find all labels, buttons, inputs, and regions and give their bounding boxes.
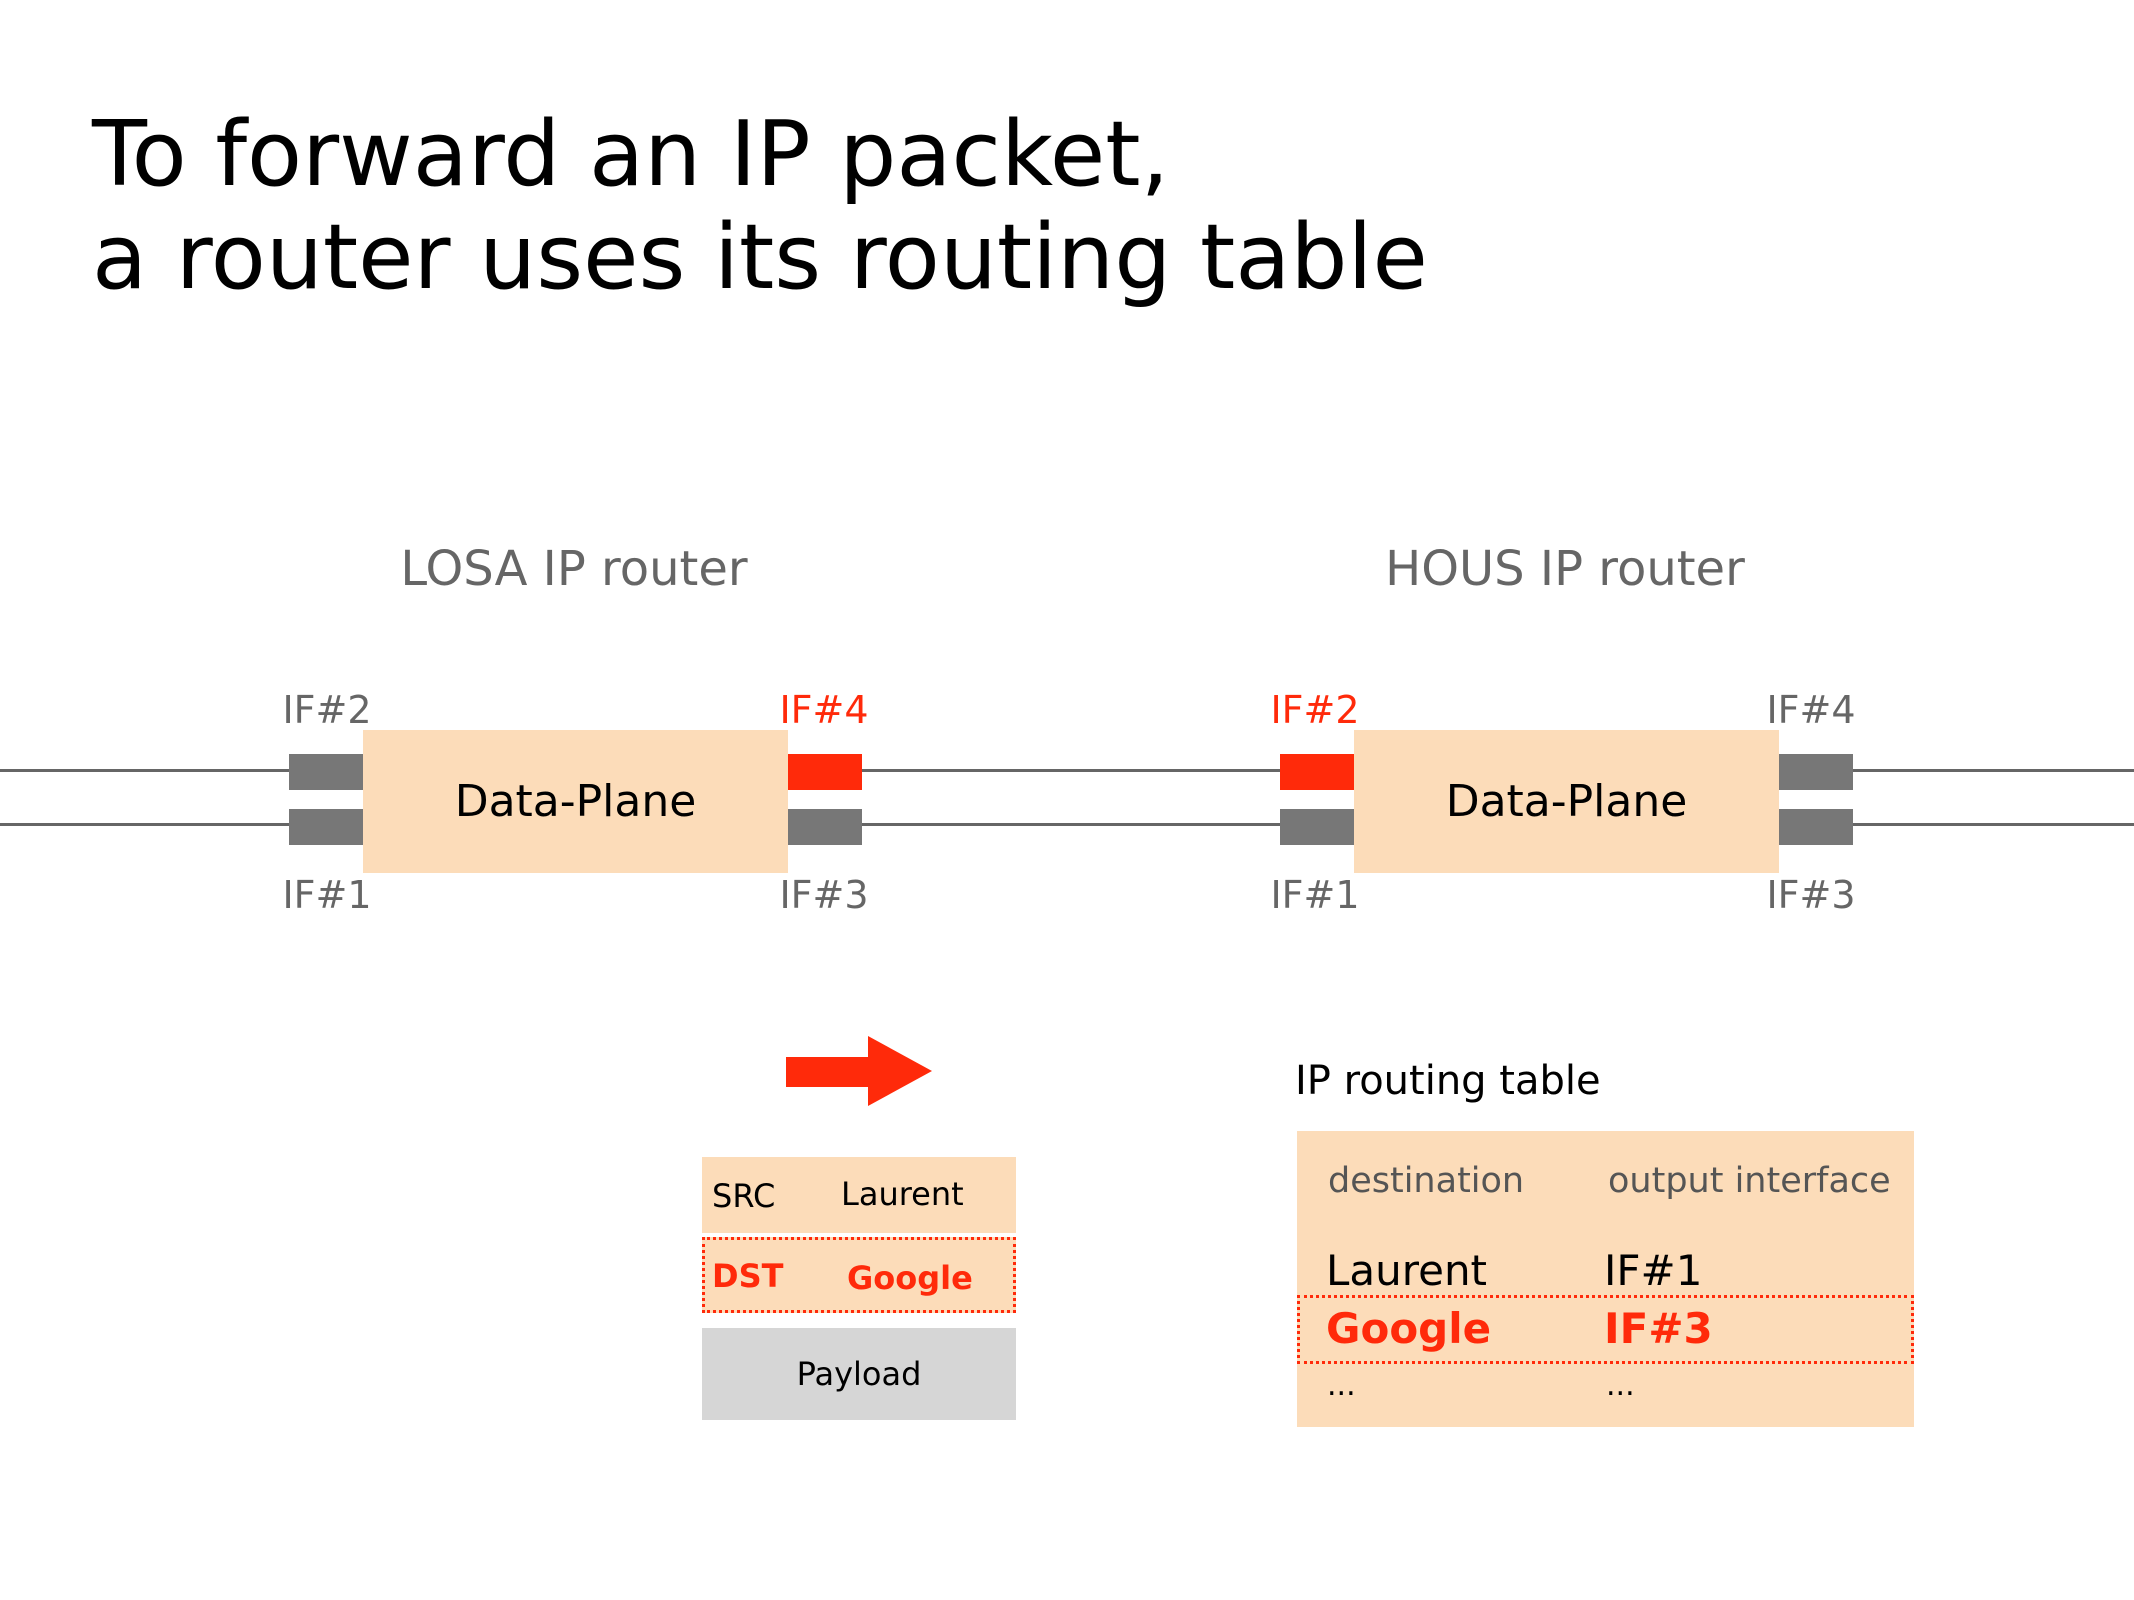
- hous-if4-port: [1779, 754, 1853, 790]
- routing-table-row-3-output: ...: [1606, 1368, 1635, 1403]
- losa-if1-port: [289, 809, 363, 845]
- right-arrow-icon: [786, 1036, 932, 1106]
- packet-payload-label: Payload: [796, 1355, 922, 1393]
- hous-if4-label: IF#4: [1766, 688, 1856, 732]
- losa-if4-port: [788, 754, 862, 790]
- losa-if3-label: IF#3: [779, 873, 869, 917]
- hous-data-plane-label: Data-Plane: [1445, 776, 1688, 827]
- routing-table-row-1-destination: Laurent: [1326, 1246, 1488, 1295]
- hous-if3-label: IF#3: [1766, 873, 1856, 917]
- packet-src-value: Laurent: [841, 1175, 964, 1213]
- wire-top-middle: [862, 769, 1280, 772]
- packet-dst-value: Google: [847, 1259, 973, 1297]
- hous-if1-label: IF#1: [1270, 873, 1360, 917]
- wire-bottom-left: [0, 823, 289, 826]
- routing-table-row-2-output: IF#3: [1604, 1304, 1713, 1353]
- losa-if1-label: IF#1: [282, 873, 372, 917]
- losa-data-plane: Data-Plane: [363, 730, 788, 873]
- routing-table-row-1-output: IF#1: [1604, 1246, 1703, 1295]
- page-title-line-2: a router uses its routing table: [92, 205, 1428, 310]
- losa-if3-port: [788, 809, 862, 845]
- losa-if4-label: IF#4: [779, 688, 869, 732]
- packet-src-label: SRC: [712, 1177, 776, 1215]
- routing-table-title: IP routing table: [1295, 1058, 1601, 1104]
- hous-if1-port: [1280, 809, 1354, 845]
- wire-top-right: [1853, 769, 2134, 772]
- wire-bottom-middle: [862, 823, 1280, 826]
- hous-router-label: HOUS IP router: [1385, 541, 1745, 597]
- losa-if2-port: [289, 754, 363, 790]
- routing-table-header-output: output interface: [1608, 1161, 1891, 1201]
- routing-table-highlight: [1297, 1295, 1914, 1364]
- hous-if2-port: [1280, 754, 1354, 790]
- packet-src-row: SRC Laurent: [702, 1157, 1016, 1233]
- routing-table-row-2-destination: Google: [1326, 1304, 1492, 1353]
- packet-dst-highlight: [702, 1237, 1016, 1313]
- routing-table-row-3-destination: ...: [1327, 1368, 1356, 1403]
- losa-data-plane-label: Data-Plane: [454, 776, 697, 827]
- routing-table: [1297, 1131, 1914, 1427]
- routing-table-header-destination: destination: [1328, 1161, 1525, 1201]
- packet-dst-label: DST: [712, 1257, 784, 1295]
- wire-top-left: [0, 769, 289, 772]
- packet-payload-row: Payload: [702, 1328, 1016, 1420]
- losa-router-label: LOSA IP router: [400, 541, 748, 597]
- hous-if3-port: [1779, 809, 1853, 845]
- hous-data-plane: Data-Plane: [1354, 730, 1779, 873]
- losa-if2-label: IF#2: [282, 688, 372, 732]
- wire-bottom-right: [1853, 823, 2134, 826]
- packet-dst-row: DST Google: [702, 1237, 1016, 1313]
- hous-if2-label: IF#2: [1270, 688, 1360, 732]
- page-title-line-1: To forward an IP packet,: [92, 102, 1170, 207]
